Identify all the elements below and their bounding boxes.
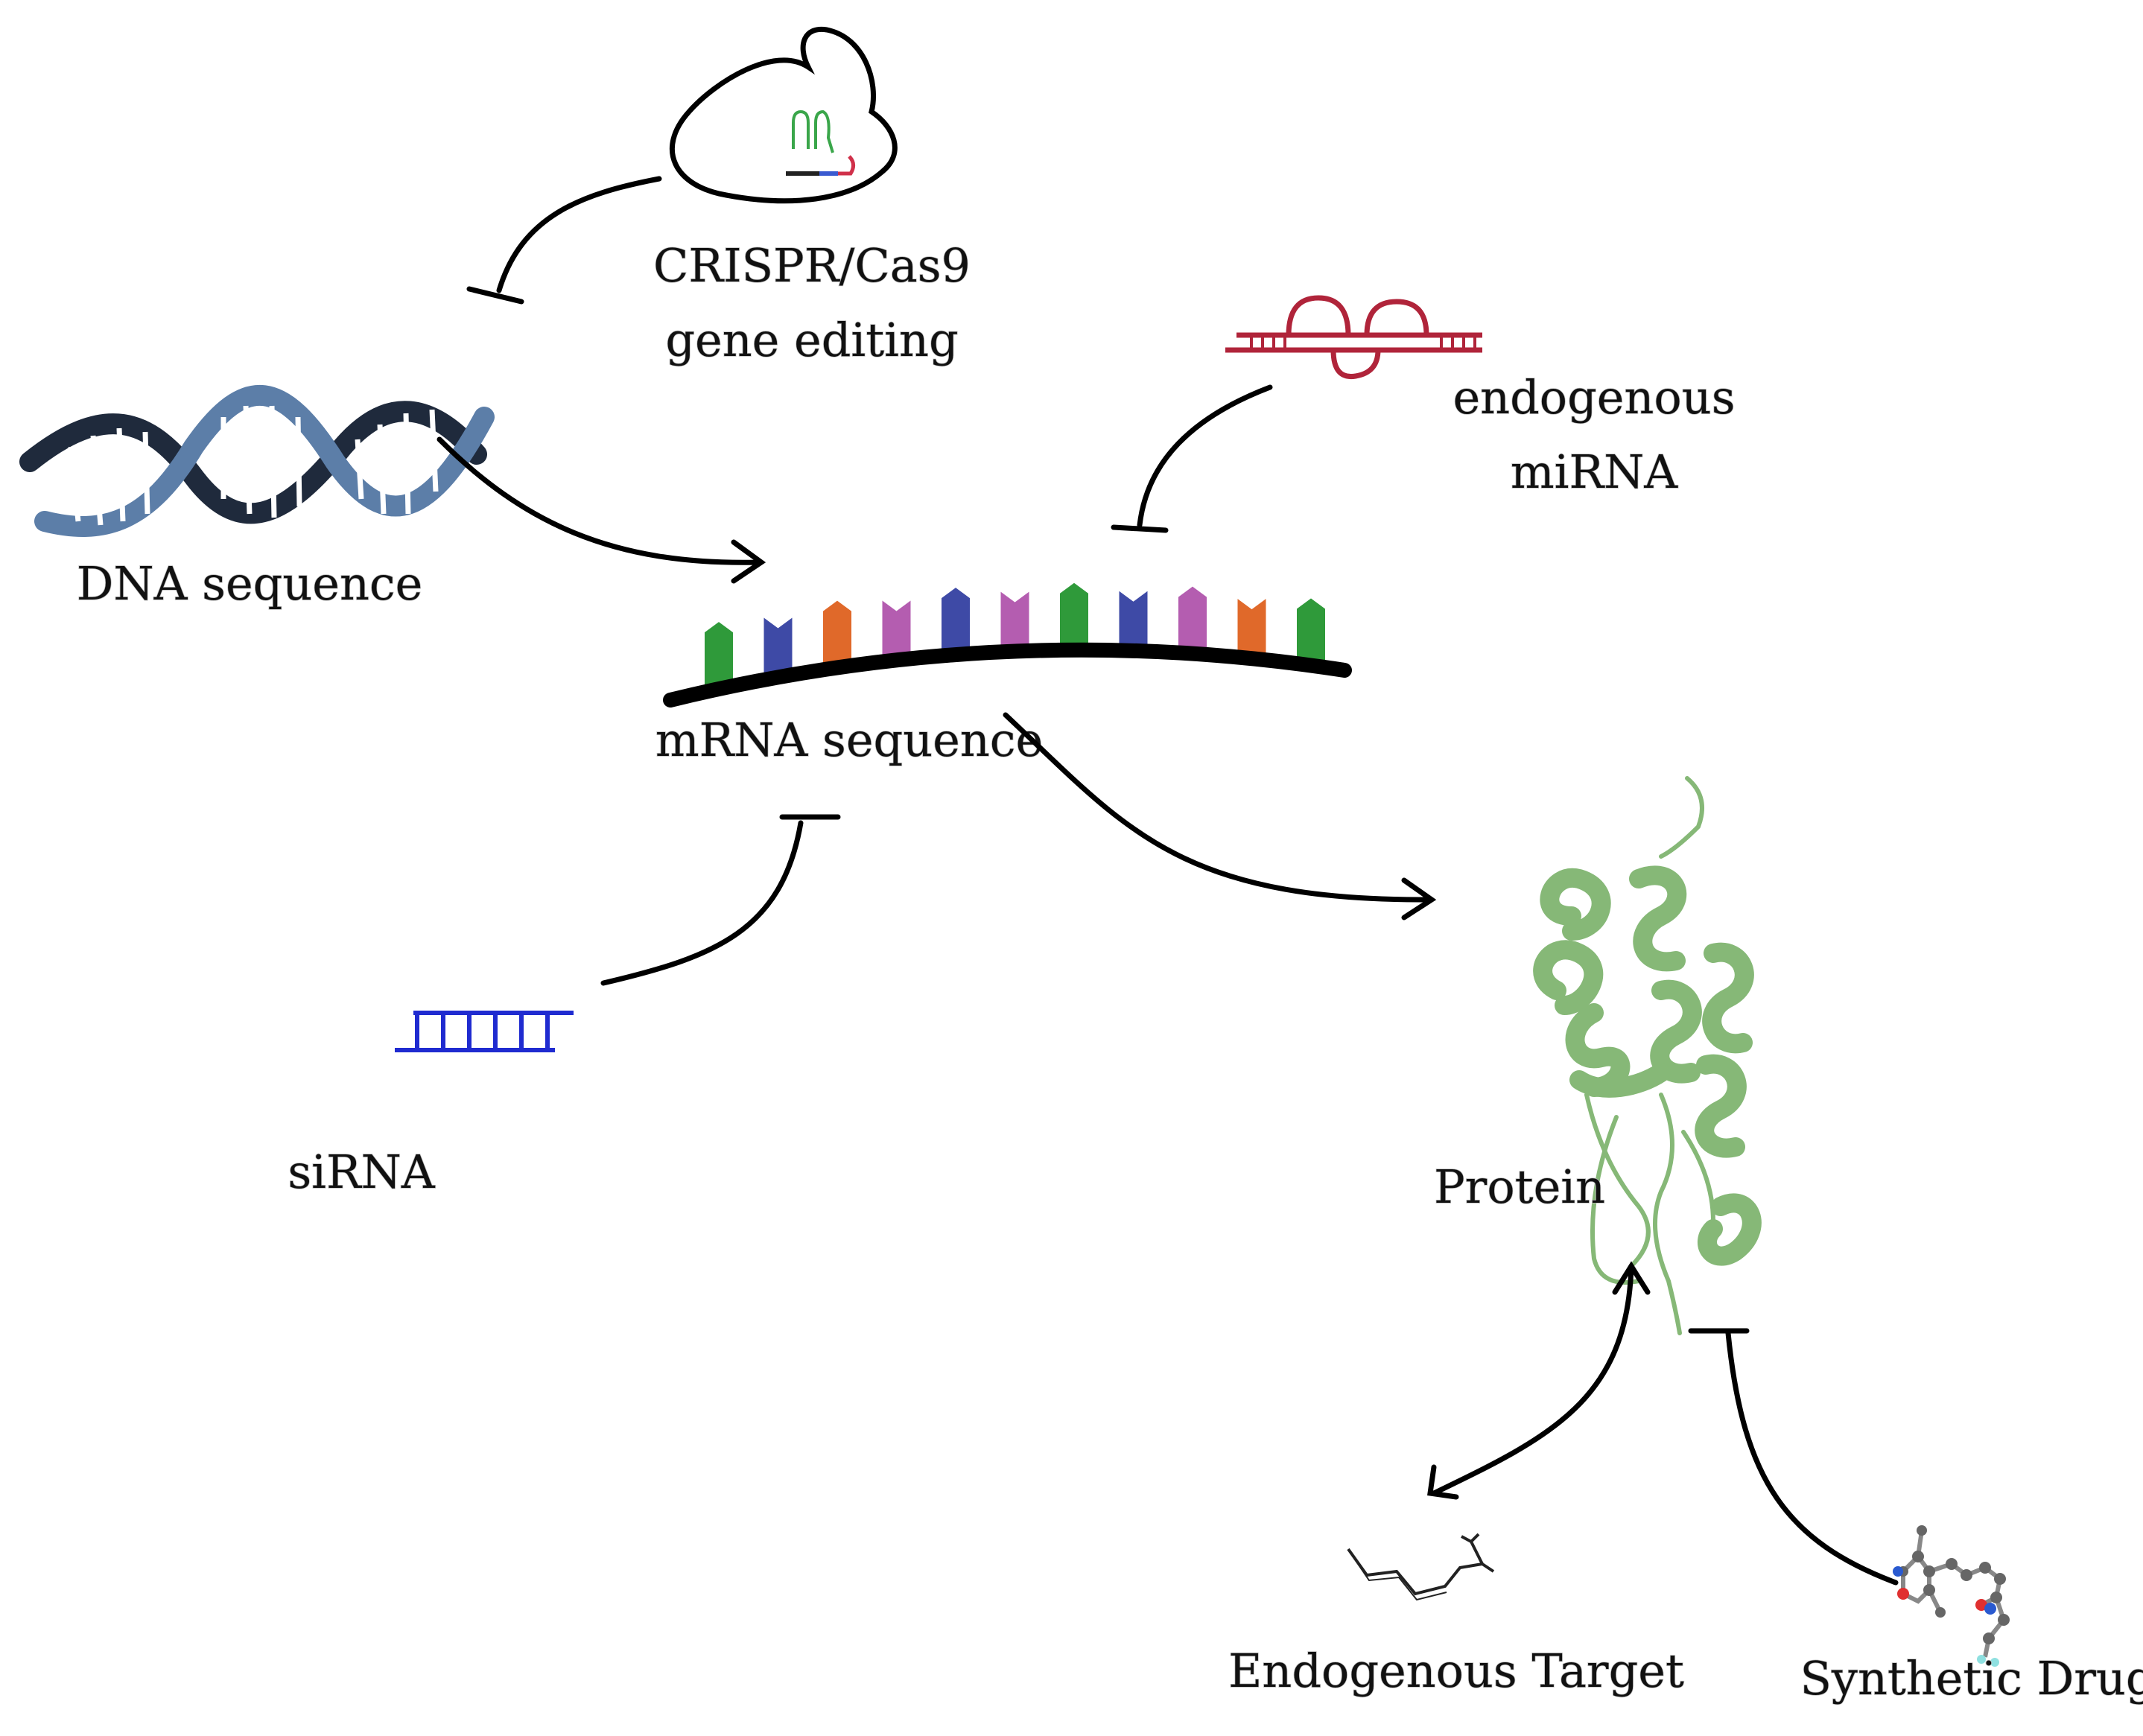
edge-drug-inhibits-protein: [1688, 1328, 1899, 1586]
mrna-nucleotide: [763, 617, 793, 678]
dna-helix-icon: [19, 384, 495, 537]
mrna-nucleotide: [823, 600, 851, 668]
mrna-nucleotide: [705, 622, 733, 690]
mrna-nucleotide: [1000, 591, 1029, 652]
protein-icon: [1533, 776, 1762, 1335]
crispr-label-line2: gene editing: [665, 313, 958, 367]
sirna-icon: [395, 1011, 574, 1052]
edge-dna-to-mrna: [436, 436, 766, 584]
endogenous-target-label: Endogenous Target: [1228, 1644, 1684, 1698]
mirna-label-line1: endogenous: [1453, 370, 1735, 425]
mrna-nucleotide: [1237, 599, 1266, 659]
dna-label: DNA sequence: [77, 556, 423, 611]
synthetic-drug-label: Synthetic Drug: [1800, 1651, 2143, 1705]
mirna-label-line2: miRNA: [1511, 445, 1679, 499]
crispr-label-line1: CRISPR/Cas9: [653, 238, 971, 293]
mrna-nucleotide: [1060, 582, 1088, 650]
endogenous-target-molecule-icon: [1347, 1533, 1495, 1601]
synthetic-drug-molecule-icon: [1893, 1525, 2010, 1667]
mrna-nucleotide: [1297, 598, 1325, 666]
protein-label: Protein: [1434, 1160, 1605, 1214]
edge-mrna-to-protein: [1003, 712, 1437, 921]
mrna-nucleotide: [942, 588, 970, 655]
mrna-nucleotides: [705, 582, 1325, 690]
edge-sirna-inhibits-mrna: [600, 814, 841, 986]
edge-mirna-inhibits-mrna: [1111, 384, 1273, 533]
mirna-icon: [1225, 295, 1482, 380]
edge-protein-endogenous-target: [1427, 1261, 1651, 1500]
mrna-label: mRNA sequence: [655, 713, 1043, 767]
mrna-nucleotide: [882, 600, 911, 661]
crispr-cas9-icon: [669, 26, 898, 204]
mrna-icon: [663, 582, 1352, 708]
mrna-nucleotide: [1119, 591, 1148, 651]
mrna-nucleotide: [1178, 586, 1207, 654]
edge-crispr-inhibits-dna: [466, 176, 662, 305]
sirna-label: siRNA: [288, 1145, 436, 1199]
